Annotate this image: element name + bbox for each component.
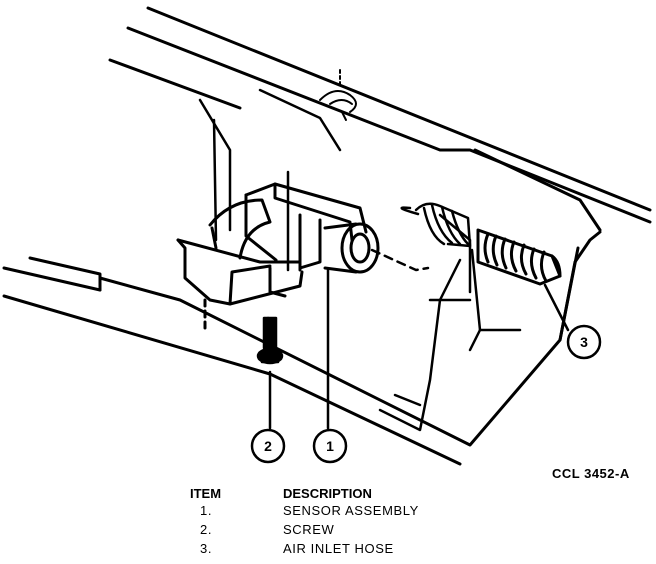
legend-row-description: AIR INLET HOSE [283,541,394,556]
callout-3: 3 [566,324,602,360]
legend-header-item: ITEM [190,486,222,501]
figure-reference-code: CCL 3452-A [552,466,630,481]
legend-row-description: SENSOR ASSEMBLY [283,503,419,518]
legend-row: 2. SCREW [190,522,510,541]
legend-row-item: 2. [200,522,213,537]
air-inlet-hose [476,228,562,286]
panel-outline-upper [108,6,652,232]
clip-icon [319,69,357,121]
callout-2-label: 2 [264,438,272,454]
legend-row: 3. AIR INLET HOSE [190,541,510,560]
legend-row-item: 1. [200,503,213,518]
legend-row-description: SCREW [283,522,335,537]
callout-1: 1 [312,428,348,464]
callout-1-label: 1 [326,438,334,454]
legend-row-item: 3. [200,541,213,556]
leader-lines [268,170,570,430]
legend-header-description: DESCRIPTION [283,486,372,501]
sensor-assembly [176,182,380,332]
legend-header: ITEM DESCRIPTION [190,486,510,503]
callout-2: 2 [250,428,286,464]
parts-legend: ITEM DESCRIPTION 1. SENSOR ASSEMBLY 2. S… [190,486,510,560]
screw-icon [256,316,284,365]
legend-row: 1. SENSOR ASSEMBLY [190,503,510,522]
callout-3-label: 3 [580,334,588,350]
hose-coupler [414,202,472,248]
sensor-assembly-diagram: 1 2 3 [2,6,652,466]
sensor-tube [370,206,430,272]
